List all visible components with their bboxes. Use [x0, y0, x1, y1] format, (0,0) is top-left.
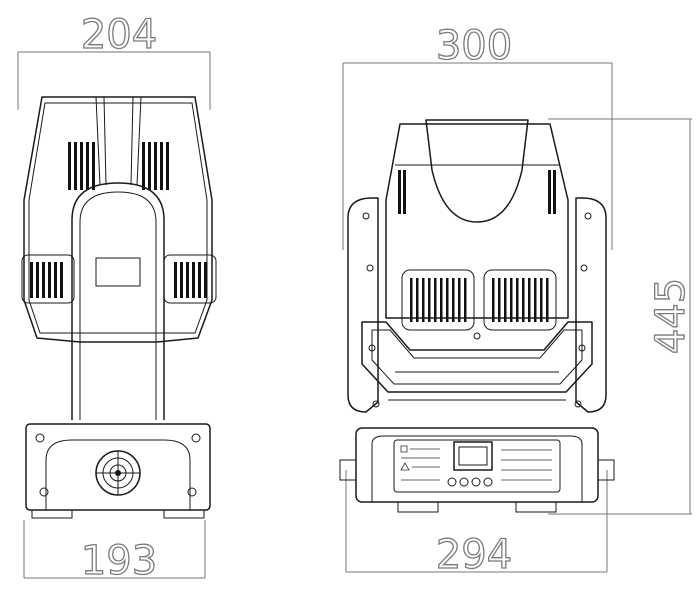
- dim-label-side-base: 193: [81, 538, 157, 584]
- dim-label-front-height: 445: [648, 278, 694, 354]
- front-view: [339, 119, 615, 513]
- side-view: [21, 96, 217, 519]
- dim-label-front-base: 294: [436, 532, 512, 578]
- dim-label-front-top: 300: [436, 23, 512, 69]
- dim-label-side-top: 204: [81, 12, 157, 58]
- dimension-lines: [17, 51, 692, 579]
